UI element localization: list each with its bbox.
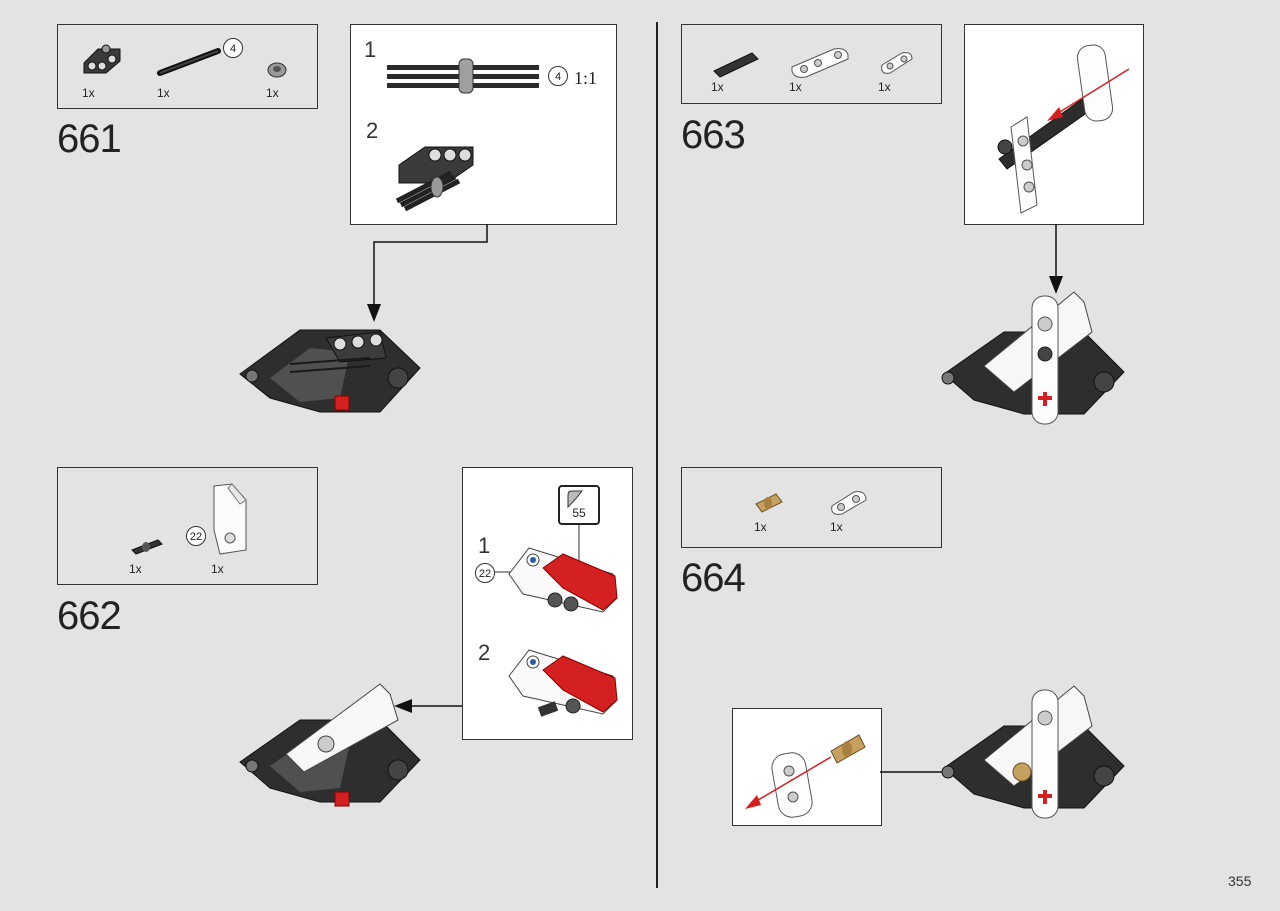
axle-icon <box>157 48 221 76</box>
part-qty: 1x <box>878 80 891 94</box>
part-qty: 1x <box>211 562 224 576</box>
subassembly-panel-664 <box>732 708 882 826</box>
axle-pin-icon <box>131 539 163 555</box>
sticker-sheet-number: 55 <box>572 506 586 520</box>
sticker-callout: 22 <box>475 563 495 583</box>
parts-list-664: 1x 1x <box>681 467 942 548</box>
step-number: 661 <box>57 117 122 161</box>
parts-list-663: 1x 1x 1x <box>681 24 942 104</box>
beam-with-axles-icon <box>395 146 474 212</box>
white-panel-icon <box>213 483 247 555</box>
model-assembly-661 <box>239 329 421 413</box>
part-qty: 1x <box>754 520 767 534</box>
part-qty: 1x <box>129 562 142 576</box>
part-qty: 1x <box>157 86 170 100</box>
subassembly-panel-662: 55 1 22 2 <box>462 467 633 740</box>
panel-with-pin-icon <box>508 649 618 717</box>
subassembly-panel-663 <box>964 24 1144 225</box>
part-qty: 1x <box>830 520 843 534</box>
pin-tan-icon <box>755 493 783 513</box>
axles-with-bush-icon <box>387 58 539 94</box>
model-assembly-662 <box>239 683 421 807</box>
sticker-sheet-ref: 55 <box>558 485 600 525</box>
part-qty: 1x <box>789 80 802 94</box>
parts-list-662: 1x 22 1x <box>57 467 318 585</box>
step-number: 662 <box>57 594 122 638</box>
parts-list-661: 1x 4 1x 1x <box>57 24 318 109</box>
axle-length-badge: 4 <box>223 38 243 58</box>
beam-2-white-icon <box>831 491 867 515</box>
scale-label: 1:1 <box>574 68 598 88</box>
assembly-arrow <box>394 699 462 713</box>
step-number: 663 <box>681 113 746 157</box>
step-number: 664 <box>681 556 746 600</box>
part-qty: 1x <box>82 86 95 100</box>
model-assembly-663 <box>941 291 1125 425</box>
beam-2-white-icon <box>881 52 913 74</box>
model-assembly-664 <box>941 685 1125 819</box>
substep-label: 2 <box>478 640 491 665</box>
part-qty: 1x <box>711 80 724 94</box>
sticker-callout: 22 <box>186 526 206 546</box>
beam-3-hole-icon <box>83 44 121 74</box>
assembly-arrow <box>367 224 488 322</box>
axle-length-badge: 4 <box>548 66 568 86</box>
page-divider <box>656 22 658 888</box>
substep-label: 1 <box>478 533 491 558</box>
part-qty: 1x <box>266 86 279 100</box>
substep-label: 2 <box>366 118 379 143</box>
bush-icon <box>267 62 287 78</box>
substep-label: 1 <box>364 37 377 62</box>
beam-with-pin-icon <box>997 44 1130 214</box>
axle-pin-icon <box>713 52 759 78</box>
beam-with-pin-detail-icon <box>745 734 866 818</box>
sticker-page-icon <box>567 490 584 509</box>
subassembly-panel-661: 1 4 1:1 2 <box>350 24 617 225</box>
white-panel-with-sticker-icon <box>508 547 618 613</box>
assembly-arrow <box>1049 224 1063 294</box>
page-number: 355 <box>1228 873 1252 889</box>
beam-4-white-icon <box>791 48 849 78</box>
